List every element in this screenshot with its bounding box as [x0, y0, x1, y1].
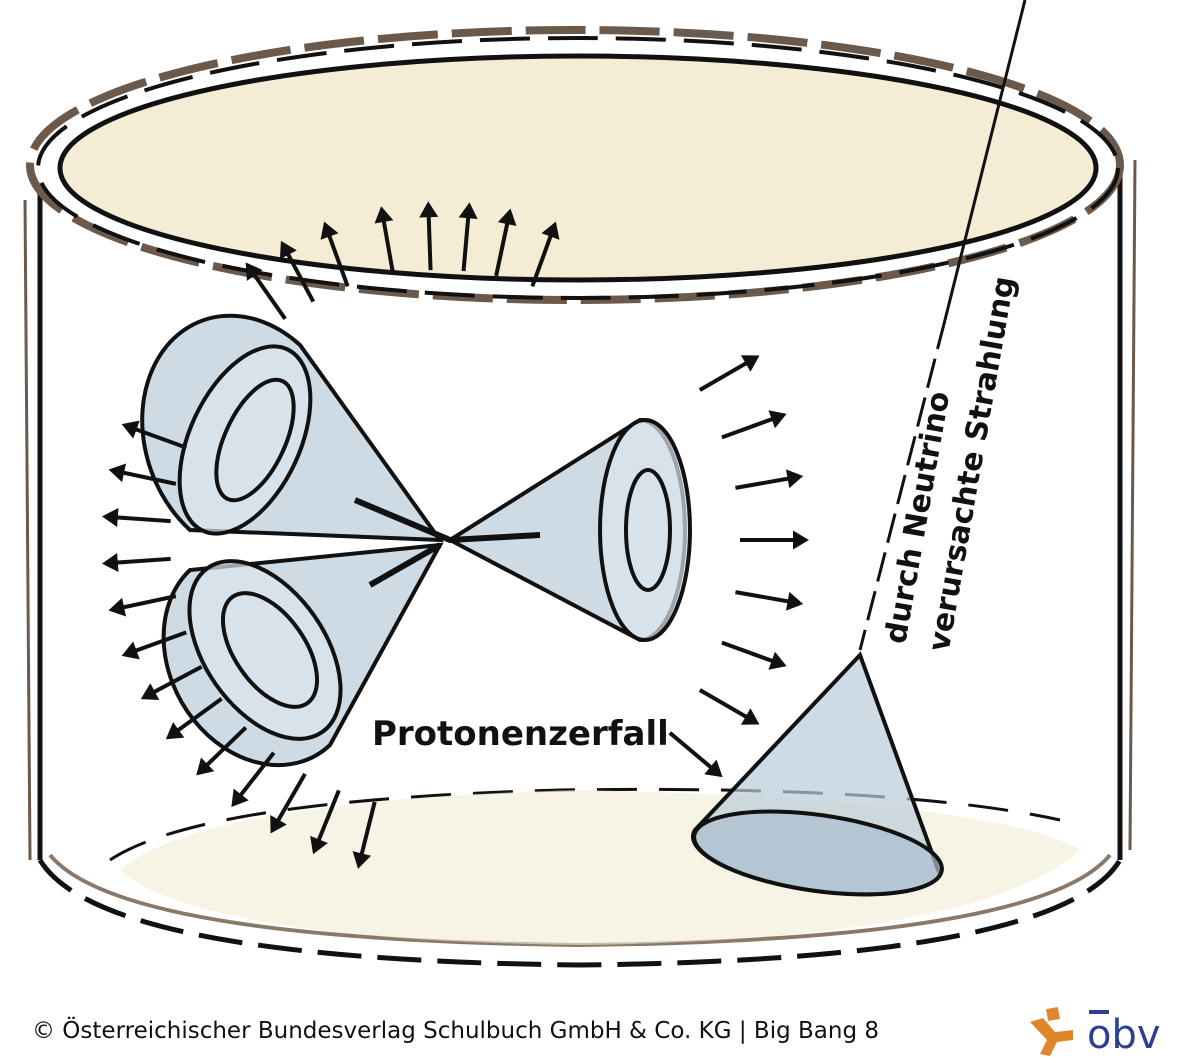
arrow-shaft	[326, 233, 350, 287]
arrow-shaft	[285, 252, 316, 303]
arrow-shaft	[494, 221, 510, 277]
arrow-head	[310, 835, 328, 855]
arrow-shaft	[721, 640, 775, 664]
arrow-head	[541, 221, 560, 240]
arrow-head	[785, 469, 804, 489]
arrow-head	[352, 851, 372, 869]
arrow-shaft	[668, 731, 714, 770]
arrow-shaft	[461, 216, 471, 272]
arrow-head	[101, 507, 119, 527]
arrow-shaft	[115, 515, 171, 524]
arrow-shaft	[133, 426, 187, 450]
arrow-head	[320, 221, 339, 240]
arrow-shaft	[238, 751, 276, 798]
arrow-shaft	[121, 594, 177, 610]
arrow-head	[458, 202, 478, 220]
arrow-head	[270, 814, 287, 834]
cerenkov-cones	[140, 313, 944, 897]
arrow-shaft	[152, 664, 203, 695]
arrow-shaft	[275, 772, 307, 823]
arrow-head	[121, 641, 140, 660]
neutrino-track	[858, 0, 1027, 651]
arrow-head	[196, 757, 215, 776]
arrow-head	[374, 206, 394, 224]
arrow-head	[231, 788, 249, 808]
svg-text:obv: obv	[1087, 1012, 1161, 1058]
arrow-head	[740, 355, 760, 372]
arrow-head	[793, 530, 809, 550]
obv-logo: obv	[1030, 1007, 1161, 1058]
arrow-head	[108, 597, 127, 617]
arrow-shaft	[698, 360, 749, 392]
arrow-shaft	[121, 470, 177, 486]
arrow-head	[140, 683, 160, 701]
arrow-head	[419, 201, 439, 218]
arrow-head	[497, 208, 517, 227]
arrow-shaft	[175, 697, 223, 733]
arrow-head	[279, 240, 297, 260]
arrow-head	[121, 420, 140, 439]
arrow-head	[785, 591, 804, 611]
arrow-shaft	[721, 416, 775, 440]
radiation-arrows	[101, 201, 809, 869]
arrow-head	[704, 759, 723, 778]
arrow-shaft	[251, 272, 287, 320]
arrow-head	[108, 463, 127, 483]
arrow-head	[740, 708, 760, 725]
label-proton-decay: Protonenzerfall	[372, 714, 669, 754]
arrow-head	[768, 410, 787, 429]
arrow-shaft	[735, 590, 790, 604]
arrow-head	[101, 553, 119, 573]
arrow-shaft	[133, 630, 187, 654]
arrow-shaft	[359, 801, 377, 856]
arrow-head	[768, 651, 787, 670]
arrow-head	[245, 262, 263, 281]
detector-illustration: Protonenzerfall durch Neutrino verursach…	[23, 0, 1137, 968]
arrow-shaft	[316, 789, 341, 843]
arrow-shaft	[115, 556, 171, 565]
arrow-head	[165, 722, 185, 740]
arrow-shaft	[735, 476, 790, 490]
arrow-shaft	[698, 688, 749, 720]
arrow-shaft	[530, 233, 554, 287]
copyright-footer: © Österreichischer Bundesverlag Schulbuc…	[32, 1018, 880, 1044]
arrow-shaft	[204, 726, 248, 768]
arrow-shaft	[426, 215, 433, 271]
arrow-shaft	[381, 219, 396, 275]
